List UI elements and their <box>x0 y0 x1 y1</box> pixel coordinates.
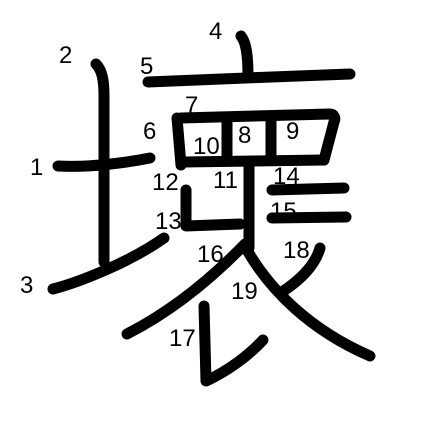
stroke-14 <box>266 182 350 196</box>
stroke-15 <box>266 211 352 224</box>
stroke-number-1: 1 <box>30 154 43 181</box>
stroke-number-2: 2 <box>59 42 72 69</box>
stroke-4 <box>235 30 254 82</box>
stroke-13 <box>180 218 246 232</box>
stroke-6 <box>171 112 187 171</box>
stroke-number-19: 19 <box>231 278 258 305</box>
stroke-5 <box>142 68 356 88</box>
stroke-number-14: 14 <box>273 163 300 190</box>
stroke-number-11: 11 <box>213 167 238 194</box>
stroke-19 <box>241 244 376 362</box>
stroke-number-9: 9 <box>286 118 299 145</box>
stroke-18 <box>276 242 326 298</box>
stroke-number-labels: 1 2 3 4 5 6 7 8 9 10 11 12 13 14 15 16 1… <box>20 18 310 352</box>
character-strokes <box>47 30 376 387</box>
stroke-number-10: 10 <box>193 133 220 160</box>
stroke-number-17: 17 <box>169 325 196 352</box>
stroke-number-13: 13 <box>155 208 182 235</box>
stroke-number-12: 12 <box>152 169 179 196</box>
stroke-2 <box>90 58 110 268</box>
stroke-number-16: 16 <box>197 241 224 268</box>
stroke-number-5: 5 <box>140 53 153 80</box>
stroke-number-18: 18 <box>283 237 310 264</box>
stroke-7 <box>175 108 341 166</box>
stroke-number-8: 8 <box>238 122 251 149</box>
stroke-17 <box>198 300 269 387</box>
stroke-number-15: 15 <box>270 198 297 225</box>
stroke-number-4: 4 <box>209 18 222 45</box>
stroke-16 <box>121 238 251 340</box>
stroke-number-3: 3 <box>20 272 33 299</box>
stroke-number-7: 7 <box>185 92 198 119</box>
stroke-3 <box>47 232 170 295</box>
stroke-number-6: 6 <box>143 118 156 145</box>
